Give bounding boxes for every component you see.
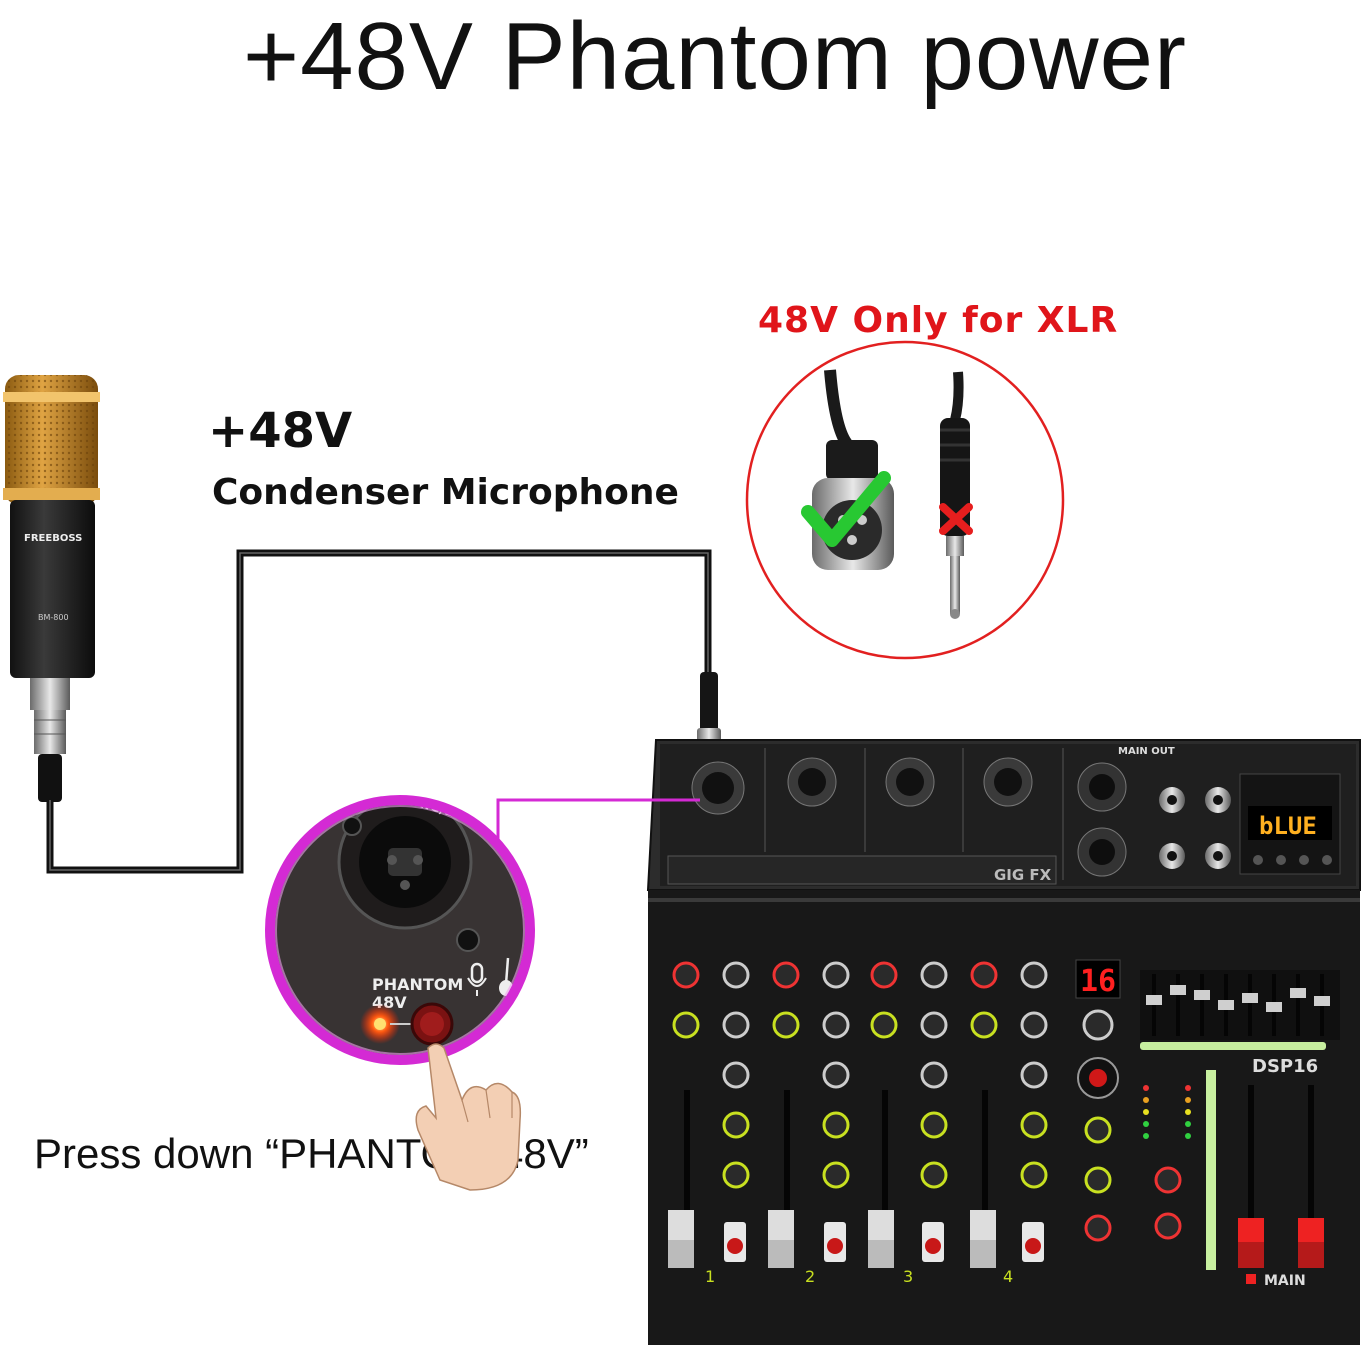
mic-label: Condenser Microphone xyxy=(212,472,679,513)
phantom-label: PHANTOM xyxy=(372,975,463,994)
channel-strip-3 xyxy=(868,961,948,1268)
mic-body xyxy=(10,500,95,678)
channel-number-4: 4 xyxy=(1003,1267,1013,1286)
mic-ring-bottom xyxy=(3,488,100,500)
mic-connector xyxy=(30,678,70,710)
mixer-input-jacks xyxy=(691,757,1033,815)
check-icon xyxy=(801,471,891,547)
main-fader-label: MAIN xyxy=(1264,1273,1306,1289)
hand-icon xyxy=(415,1043,522,1191)
main-out-label: MAIN OUT xyxy=(1118,746,1175,757)
channel-strips: 1 2 3 4 xyxy=(668,961,1048,1286)
mic-ring-top xyxy=(3,392,100,402)
dsp-badge: DSP16 xyxy=(1252,1056,1318,1077)
condenser-microphone: FREEBOSS BM-800 xyxy=(3,375,100,802)
zoom-pointer-line xyxy=(496,798,700,850)
cross-icon xyxy=(939,503,973,535)
channel-number-1: 1 xyxy=(705,1267,715,1286)
mic-brand: FREEBOSS xyxy=(24,533,82,544)
player-display: bLUE xyxy=(1259,812,1317,840)
channel-strip-4 xyxy=(970,961,1048,1268)
program-display: 16 xyxy=(1080,964,1116,999)
mic-icon xyxy=(467,962,487,996)
mic-cable-boot xyxy=(38,754,62,802)
fx-badge: GIG FX xyxy=(994,866,1052,884)
zoom-ring xyxy=(265,795,535,1065)
channel-number-2: 2 xyxy=(805,1267,815,1286)
voltage-label: +48V xyxy=(208,403,353,459)
mic-model: BM-800 xyxy=(38,613,69,622)
channel-number-3: 3 xyxy=(903,1267,913,1286)
channel-strip-2 xyxy=(768,961,850,1268)
xlr-comparison xyxy=(745,340,1065,660)
xlr-plug-boot xyxy=(700,672,718,732)
audio-mixer: MAIN OUT bLUE GIG FX xyxy=(646,739,1361,1345)
level-meters xyxy=(1143,1085,1191,1139)
xlr-circle xyxy=(745,340,1065,660)
xlr-note: 48V Only for XLR xyxy=(758,300,1119,341)
page-title: +48V Phantom power xyxy=(243,3,1187,110)
channel-strip-1 xyxy=(668,961,750,1268)
phantom-zoom-callout: MIC/LINE PHANTOM 48V xyxy=(265,795,535,1065)
